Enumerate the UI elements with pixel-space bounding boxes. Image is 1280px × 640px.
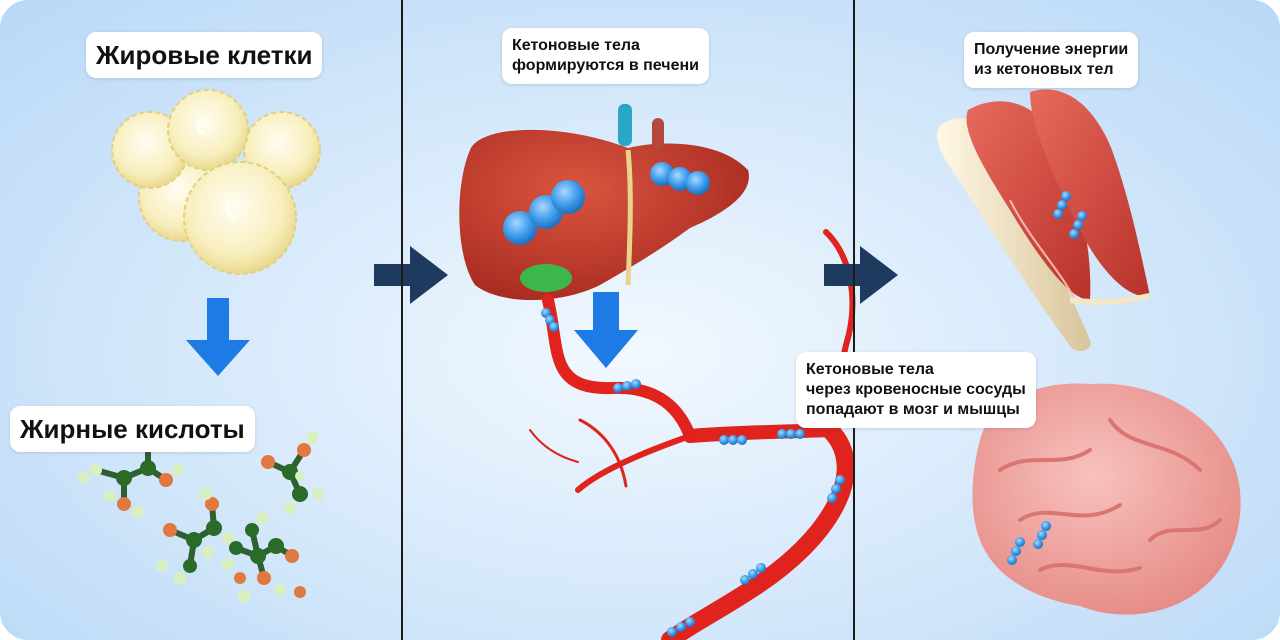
muscle-illustration <box>937 89 1151 352</box>
arrow-down-icon <box>186 298 250 376</box>
brain-illustration <box>972 383 1241 615</box>
arrow-right-2-icon <box>824 246 898 304</box>
energy-caption: Получение энергии из кетоновых тел <box>964 32 1139 88</box>
fatty-acid-atoms <box>78 432 324 602</box>
arrow-down-liver-icon <box>574 292 638 368</box>
liver-illustration <box>459 104 749 300</box>
ketone-bodies <box>503 162 1087 637</box>
vessels-caption: Кетоновые тела через кровеносные сосуды … <box>796 352 1036 428</box>
fatty-acids-title: Жирные кислоты <box>10 406 255 452</box>
arrow-right-icon <box>374 246 448 304</box>
panel-divider-right <box>853 0 855 640</box>
fat-cells-title: Жировые клетки <box>86 32 323 78</box>
fat-cells-cluster <box>111 89 321 275</box>
panel-divider-left <box>401 0 403 640</box>
blood-vessels <box>529 229 856 640</box>
liver-caption: Кетоновые тела формируются в печени <box>502 28 709 84</box>
